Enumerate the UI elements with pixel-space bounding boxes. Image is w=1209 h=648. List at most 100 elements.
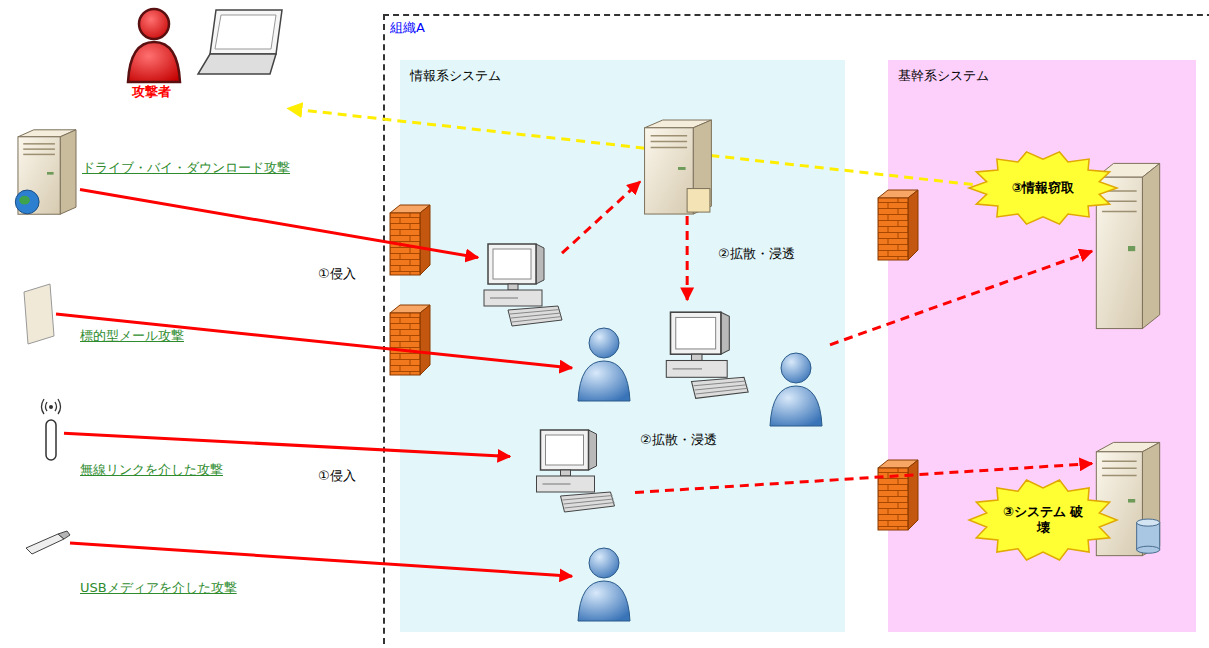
drawing-part bbox=[692, 377, 749, 398]
drawing-part bbox=[651, 147, 687, 149]
drawing-part bbox=[589, 328, 619, 358]
drawing-part bbox=[23, 148, 55, 150]
person-drawing bbox=[578, 328, 630, 401]
step-label: ①侵入 bbox=[318, 266, 356, 282]
pc-user-icon bbox=[660, 300, 830, 428]
drawing-part bbox=[671, 312, 721, 354]
drawing-part bbox=[490, 298, 518, 299]
drawing-part bbox=[565, 503, 615, 509]
drawing-part bbox=[1128, 246, 1135, 251]
node-label: 情報系システム bbox=[410, 68, 501, 84]
drawing-part bbox=[969, 152, 1117, 224]
drawing-part bbox=[42, 399, 61, 414]
drawing-part bbox=[561, 492, 615, 512]
drawing-part bbox=[1137, 523, 1160, 550]
node-label: 標的型メール攻撃 bbox=[80, 328, 184, 344]
drawing-part bbox=[19, 196, 30, 205]
callout-text: ③情報窃取 bbox=[1011, 180, 1074, 196]
drawing-part bbox=[1128, 499, 1135, 503]
attacker-drawing bbox=[128, 9, 282, 82]
server-icon-graphic bbox=[640, 118, 716, 216]
drawing-part bbox=[46, 420, 56, 460]
step-label: ②拡散・浸透 bbox=[718, 246, 795, 262]
drawing-part bbox=[696, 388, 749, 394]
drawing-part bbox=[508, 306, 562, 326]
drawing-part bbox=[210, 10, 282, 54]
pc-icon bbox=[478, 240, 562, 328]
drawing-part bbox=[58, 531, 70, 539]
burst-callout: ③システム 破壊 bbox=[968, 478, 1118, 562]
pc-user-icon-graphic bbox=[660, 300, 830, 428]
mail-icon: 標的型メール攻撃 bbox=[20, 282, 56, 346]
drawing-part bbox=[781, 353, 811, 383]
web-server-icon-graphic bbox=[14, 128, 80, 216]
drawing-part bbox=[488, 244, 536, 284]
drawing-part bbox=[536, 244, 544, 284]
drawing-part bbox=[541, 430, 589, 470]
db-server-icon bbox=[1092, 440, 1164, 558]
drawing-part bbox=[15, 190, 39, 214]
pc-icon bbox=[510, 425, 635, 515]
antenna-icon: 無線リンクを介した攻撃 bbox=[38, 398, 64, 462]
step-label: ①侵入 bbox=[318, 468, 356, 484]
drawing-part bbox=[1102, 475, 1137, 477]
server-icon bbox=[640, 118, 716, 216]
organization-region: 情報系システム③情報窃取③システム 破壊基幹系システム組織A bbox=[383, 14, 1209, 648]
burst-callout: ③情報窃取 bbox=[968, 150, 1118, 226]
drawing-part bbox=[589, 548, 619, 578]
drawing-part bbox=[770, 386, 822, 426]
drawing-part bbox=[1102, 211, 1137, 213]
pc-drawing bbox=[484, 244, 562, 326]
drawing-part bbox=[687, 189, 710, 213]
burst-drawing bbox=[969, 480, 1117, 560]
drawing-part bbox=[1102, 468, 1137, 470]
drawing-part bbox=[1142, 163, 1159, 328]
firewall bbox=[878, 460, 918, 530]
drawing-part bbox=[493, 249, 531, 279]
drawing-part bbox=[969, 480, 1117, 560]
mail-drawing bbox=[24, 284, 54, 344]
node-label: 攻撃者 bbox=[132, 84, 171, 100]
node-label: 無線リンクを介した攻撃 bbox=[80, 462, 223, 478]
drawing-part bbox=[1137, 519, 1160, 526]
drawing-part bbox=[666, 312, 748, 398]
drawing-part bbox=[23, 143, 55, 145]
drawing-part bbox=[694, 381, 747, 386]
drawing-part bbox=[673, 368, 702, 369]
drawing-part bbox=[666, 361, 727, 378]
drawing-part bbox=[770, 353, 822, 426]
drawing-part bbox=[49, 405, 53, 409]
user-icon bbox=[572, 545, 636, 623]
drawing-part bbox=[651, 141, 687, 143]
drawing-part bbox=[26, 534, 64, 554]
drawing-part bbox=[561, 470, 571, 476]
drawing-part bbox=[198, 10, 282, 74]
drawing-part bbox=[578, 361, 630, 401]
pcPerson-drawing bbox=[666, 312, 822, 426]
drawing-part bbox=[651, 135, 687, 137]
antenna-drawing bbox=[42, 399, 61, 460]
drawing-part bbox=[692, 354, 703, 360]
drawing-part bbox=[1102, 460, 1137, 462]
drawing-part bbox=[510, 310, 560, 315]
drawing-part bbox=[484, 290, 542, 306]
attacker-icon: 攻撃者 bbox=[118, 4, 288, 114]
drawing-part bbox=[578, 581, 630, 621]
burst-drawing bbox=[969, 152, 1117, 224]
drawing-part bbox=[546, 435, 584, 465]
drawing-part bbox=[678, 167, 686, 170]
fileServer-drawing bbox=[645, 120, 712, 214]
drawing-part bbox=[676, 317, 716, 349]
usb-drawing bbox=[26, 531, 70, 554]
drawing-part bbox=[215, 15, 276, 49]
node-label: USBメディアを介した攻撃 bbox=[80, 580, 237, 596]
globeServer-drawing bbox=[15, 130, 76, 214]
mail-icon-graphic bbox=[20, 282, 56, 346]
user-icon bbox=[572, 325, 636, 403]
drawing-part bbox=[128, 9, 180, 82]
drawing-part bbox=[508, 284, 518, 290]
user-icon-graphic bbox=[572, 545, 636, 623]
usb-icon-graphic bbox=[26, 530, 70, 556]
callout-text: ③システム 破壊 bbox=[1003, 504, 1084, 537]
